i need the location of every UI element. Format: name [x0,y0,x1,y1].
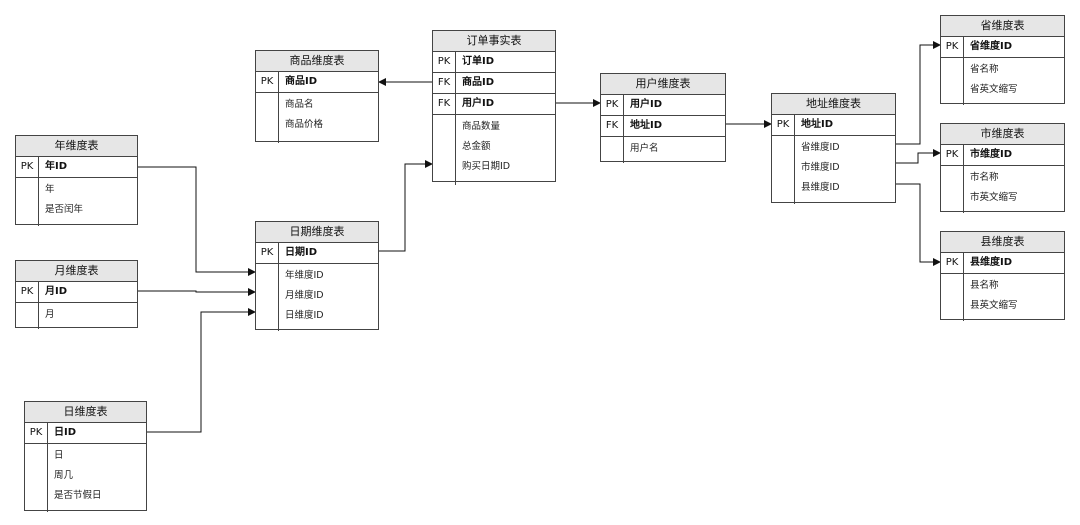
key-row: PK 订单ID [433,52,555,73]
attribute: 县名称 [970,280,999,291]
attribute: 月维度ID [285,290,324,301]
county-dim-table[interactable]: 县维度表 PK 县维度ID 县名称 县英文缩写 [940,231,1065,321]
month-dim-table[interactable]: 月维度表 PK 月ID 月 [15,260,138,329]
attribute: 年 [45,184,55,195]
rel-day-date [147,308,256,433]
key-field: 县维度ID [970,257,1013,268]
key-type: PK [772,115,795,135]
attribute: 县英文缩写 [970,300,1018,311]
key-field: 月ID [45,286,68,297]
attribute: 商品名 [285,99,314,110]
attribute: 是否节假日 [54,490,102,501]
key-field: 用户ID [462,98,495,109]
table-title: 用户维度表 [601,74,725,95]
key-row: PK 地址ID [772,115,895,136]
key-type: PK [941,145,964,165]
key-field: 地址ID [630,120,663,131]
key-field: 商品ID [462,77,495,88]
attribute: 市维度ID [801,162,840,173]
rel-date-order [379,160,433,252]
key-row: PK 商品ID [256,72,378,93]
attribute: 用户名 [630,143,659,154]
key-row: PK 用户ID [601,95,725,116]
key-row: PK 市维度ID [941,145,1064,166]
attribute: 市英文缩写 [970,192,1018,203]
key-row: FK 用户ID [433,94,555,115]
year-dim-table[interactable]: 年维度表 PK 年ID 年 是否闰年 [15,135,138,226]
table-title: 订单事实表 [433,31,555,52]
key-row: PK 县维度ID [941,253,1064,274]
key-row: FK 地址ID [601,116,725,137]
order-fact-table[interactable]: 订单事实表 PK 订单ID FK 商品ID FK 用户ID 商品数量 总金额 购买日期… [432,30,556,185]
key-row: PK 日ID [25,423,146,444]
attribute: 是否闰年 [45,204,84,215]
key-field: 地址ID [801,119,834,130]
table-title: 月维度表 [16,261,137,282]
attribute: 省维度ID [801,142,840,153]
table-title: 地址维度表 [772,94,895,115]
attribute: 市名称 [970,172,999,183]
attribute: 日 [54,450,64,461]
attribute: 年维度ID [285,270,324,281]
rel-month-date [138,288,256,296]
province-dim-table[interactable]: 省维度表 PK 省维度ID 省名称 省英文缩写 [940,15,1065,105]
key-type: PK [16,282,39,302]
table-title: 日期维度表 [256,222,378,243]
rel-address-province [896,41,941,145]
key-row: PK 日期ID [256,243,378,264]
table-title: 市维度表 [941,124,1064,145]
key-type: PK [16,157,39,177]
product-dim-table[interactable]: 商品维度表 PK 商品ID 商品名 商品价格 [255,50,379,143]
table-title: 日维度表 [25,402,146,423]
key-field: 年ID [45,161,68,172]
attribute: 购买日期ID [462,161,511,172]
city-dim-table[interactable]: 市维度表 PK 市维度ID 市名称 市英文缩写 [940,123,1065,213]
attribute: 商品价格 [285,119,324,130]
key-type: PK [433,52,456,72]
key-row: FK 商品ID [433,73,555,94]
date-dim-table[interactable]: 日期维度表 PK 日期ID 年维度ID 月维度ID 日维度ID [255,221,379,331]
key-field: 省维度ID [970,41,1013,52]
key-type: PK [601,95,624,115]
attribute: 周几 [54,470,74,481]
address-dim-table[interactable]: 地址维度表 PK 地址ID 省维度ID 市维度ID 县维度ID [771,93,896,204]
rel-address-city [896,149,941,164]
key-field: 用户ID [630,99,663,110]
attribute: 省英文缩写 [970,84,1018,95]
attribute: 商品数量 [462,121,501,132]
key-type: FK [601,116,624,136]
rel-address-county [896,183,941,266]
key-type: FK [433,94,456,114]
key-field: 市维度ID [970,149,1013,160]
rel-year-date [138,166,256,276]
table-title: 省维度表 [941,16,1064,37]
day-dim-table[interactable]: 日维度表 PK 日ID 日 周几 是否节假日 [24,401,147,512]
attribute: 县维度ID [801,182,840,193]
attribute: 省名称 [970,64,999,75]
key-field: 商品ID [285,76,318,87]
attribute: 总金额 [462,141,491,152]
table-title: 县维度表 [941,232,1064,253]
attribute: 月 [45,309,55,320]
key-row: PK 省维度ID [941,37,1064,58]
key-field: 日期ID [285,247,318,258]
key-type: PK [256,72,279,92]
key-field: 订单ID [462,56,495,67]
key-type: PK [256,243,279,263]
table-title: 年维度表 [16,136,137,157]
key-type: PK [25,423,48,443]
user-dim-table[interactable]: 用户维度表 PK 用户ID FK 地址ID 用户名 [600,73,726,163]
key-row: PK 月ID [16,282,137,303]
key-type: PK [941,37,964,57]
key-type: PK [941,253,964,273]
key-field: 日ID [54,427,77,438]
table-title: 商品维度表 [256,51,378,72]
attribute: 日维度ID [285,310,324,321]
key-type: FK [433,73,456,93]
key-row: PK 年ID [16,157,137,178]
